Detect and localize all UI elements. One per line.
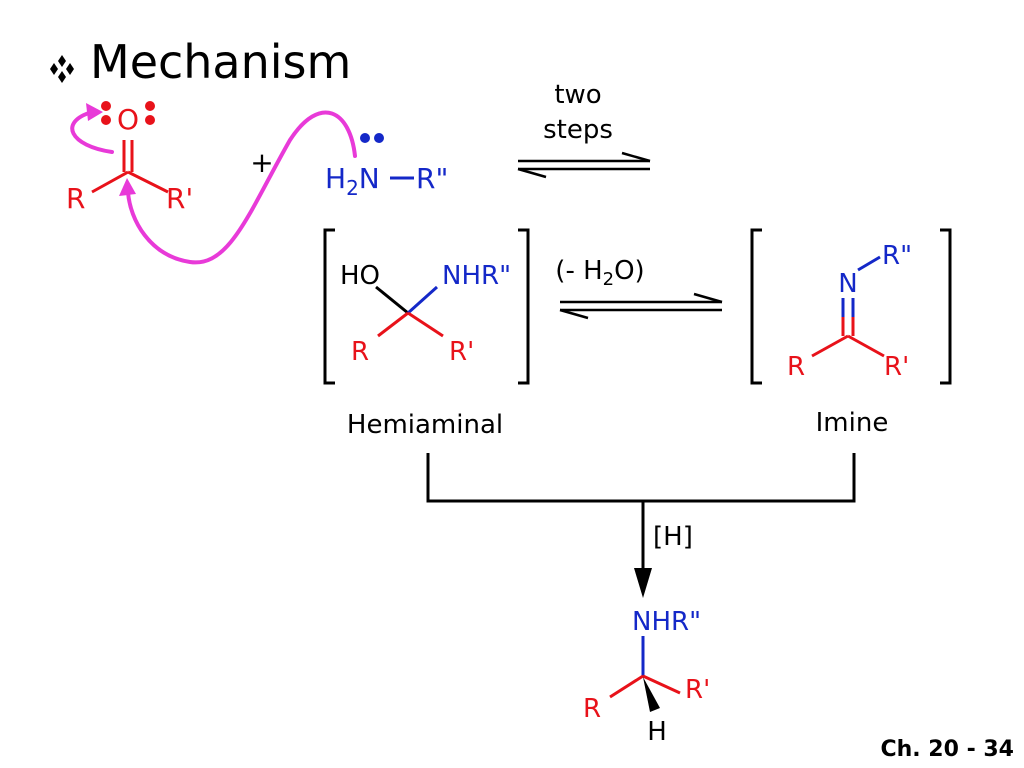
- slide-title: Mechanism: [90, 35, 351, 89]
- product-amine: NHR": [632, 607, 701, 637]
- product-right-group: R': [685, 675, 710, 705]
- nitrogen-lone-pair: [360, 133, 384, 143]
- hemiaminal-structure: HO NHR" R R': [340, 261, 511, 367]
- slide-number: Ch. 20 - 34: [880, 737, 1014, 762]
- imine-brackets: [750, 228, 952, 385]
- plus-sign: +: [250, 146, 273, 179]
- product-left-group: R: [583, 694, 601, 724]
- imine-left-group: R: [787, 352, 805, 382]
- reduction-arrowhead: [634, 568, 652, 598]
- reduction-connector: [426, 453, 856, 570]
- electron-push-arrows: [70, 110, 357, 265]
- ketone-oxygen: O: [117, 103, 139, 136]
- hemiaminal-name: Hemiaminal: [347, 410, 503, 440]
- step1-label-line1: two: [554, 80, 601, 110]
- ketone-left-group: R: [66, 182, 85, 215]
- amine-group: R": [416, 162, 448, 195]
- step1-label-line2: steps: [543, 115, 613, 145]
- hemiaminal-right-group: R': [449, 337, 474, 367]
- ketone-structure: O R R': [66, 101, 193, 215]
- product-hydrogen: H: [647, 717, 667, 747]
- imine-right-group: R': [884, 352, 909, 382]
- equilibrium-arrow-step1: [517, 151, 651, 179]
- product-structure: NHR" R R' H: [583, 607, 710, 747]
- imine-nitrogen: N: [838, 269, 857, 299]
- hemiaminal-left-group: R: [351, 337, 369, 367]
- hemiaminal-hydroxyl: HO: [340, 261, 380, 291]
- amine-structure: H2N R": [325, 133, 448, 200]
- hemiaminal-amine: NHR": [442, 261, 511, 291]
- imine-group: R": [882, 241, 912, 271]
- step2-label: (- H2O): [555, 256, 644, 290]
- imine-name: Imine: [816, 408, 889, 438]
- oxygen-lone-pairs: [101, 101, 155, 125]
- hemiaminal-brackets: [323, 228, 530, 385]
- arrowheads: [86, 103, 136, 196]
- ketone-right-group: R': [166, 182, 193, 215]
- imine-structure: N R" R R': [787, 241, 912, 382]
- amine-formula: H2N: [325, 162, 380, 200]
- diamond-bullet-icon: [50, 55, 74, 83]
- reduction-reagent: [H]: [653, 522, 693, 552]
- equilibrium-arrow-step2: [559, 292, 723, 320]
